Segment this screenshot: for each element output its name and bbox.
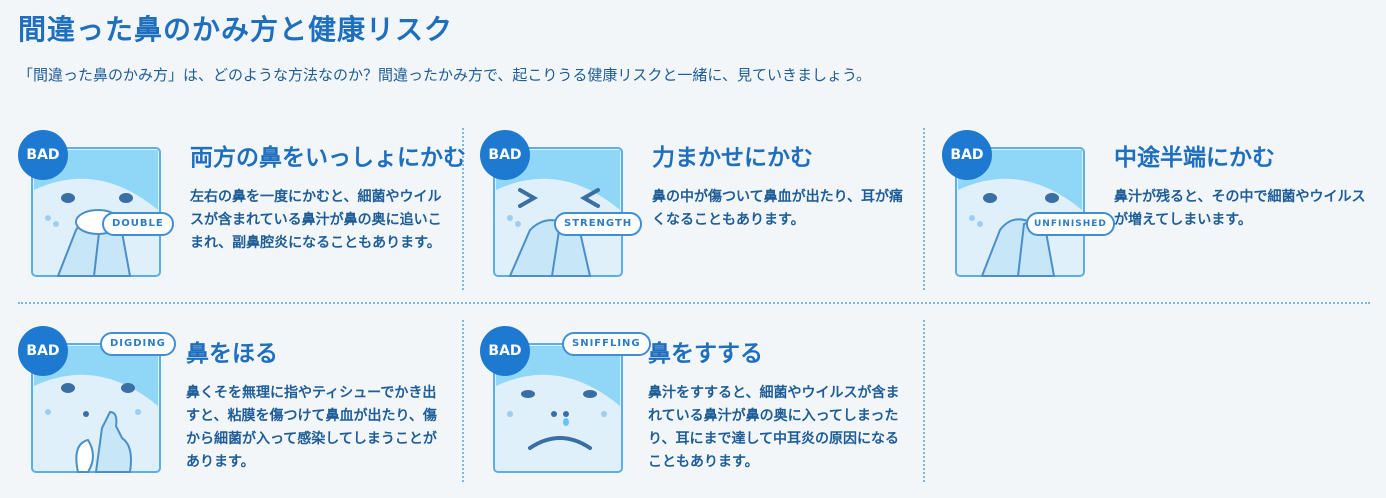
card-text: 鼻汁をすすると、細菌やウイルスが含まれている鼻汁が鼻の奥に入ってしまったり、耳に… xyxy=(648,385,900,470)
vertical-divider xyxy=(923,128,925,290)
bad-badge: BAD xyxy=(18,326,68,376)
strength-blow-illustration: BAD STRENGTH xyxy=(480,120,643,280)
sniffling-illustration: BAD SNIFFLING xyxy=(480,316,651,476)
card-unfinished: BAD UNFINISHED 中途半端にかむ 鼻汁が残ると、その中で細菌やウイル… xyxy=(942,120,1382,292)
card-title: 中途半端にかむ xyxy=(1114,145,1275,171)
card-text: 左右の鼻を一度にかむと、細菌やウイルスが含まれている鼻汁が鼻の奥に追いこまれ、副… xyxy=(190,189,442,251)
card-text: 鼻汁が残ると、その中で細菌やウイルスが増えてしまいます。 xyxy=(1114,189,1366,228)
card-digging: BAD DIGDING 鼻をほる 鼻くそを無理に指やティシューでかき出すと、粘膜… xyxy=(18,316,458,488)
card-sniffling: BAD SNIFFLING 鼻をすする 鼻汁をすすると、細菌やウイルスが含まれて… xyxy=(480,316,920,488)
bubble-label: DOUBLE xyxy=(102,212,174,236)
card-title: 鼻をほる xyxy=(186,341,278,367)
card-double: BAD DOUBLE 両方の鼻をいっしょにかむ 左右の鼻を一度にかむと、細菌やウ… xyxy=(18,120,466,292)
card-text: 鼻の中が傷ついて鼻血が出たり、耳が痛くなることもあります。 xyxy=(652,189,904,228)
double-blow-illustration: BAD DOUBLE xyxy=(18,120,178,280)
vertical-divider xyxy=(462,320,464,482)
unfinished-blow-illustration: BAD UNFINISHED xyxy=(942,120,1115,280)
card-text: 鼻くそを無理に指やティシューでかき出すと、粘膜を傷つけて鼻血が出たり、傷から細菌… xyxy=(186,385,437,470)
bubble-label: UNFINISHED xyxy=(1026,212,1115,236)
bad-badge: BAD xyxy=(480,326,530,376)
card-title: 両方の鼻をいっしょにかむ xyxy=(190,145,466,171)
page-title: 間違った鼻のかみ方と健康リスク xyxy=(18,13,454,46)
bubble-label: STRENGTH xyxy=(554,212,643,236)
risk-grid: BAD DOUBLE 両方の鼻をいっしょにかむ 左右の鼻を一度にかむと、細菌やウ… xyxy=(18,120,1370,490)
bad-badge: BAD xyxy=(942,130,992,180)
vertical-divider xyxy=(462,128,464,290)
card-strength: BAD STRENGTH 力まかせにかむ 鼻の中が傷ついて鼻血が出たり、耳が痛く… xyxy=(480,120,920,292)
horizontal-divider xyxy=(18,302,1370,304)
card-title: 鼻をすする xyxy=(648,341,763,367)
nose-picking-illustration: BAD DIGDING xyxy=(18,316,178,476)
bubble-label: DIGDING xyxy=(100,332,176,356)
bubble-label: SNIFFLING xyxy=(562,332,651,356)
intro-text: 「間違った鼻のかみ方」は、どのような方法なのか？間違ったかみ方で、起こりうる健康… xyxy=(18,66,872,84)
bad-badge: BAD xyxy=(18,130,68,180)
bad-badge: BAD xyxy=(480,130,530,180)
card-title: 力まかせにかむ xyxy=(652,145,813,171)
vertical-divider xyxy=(923,320,925,482)
